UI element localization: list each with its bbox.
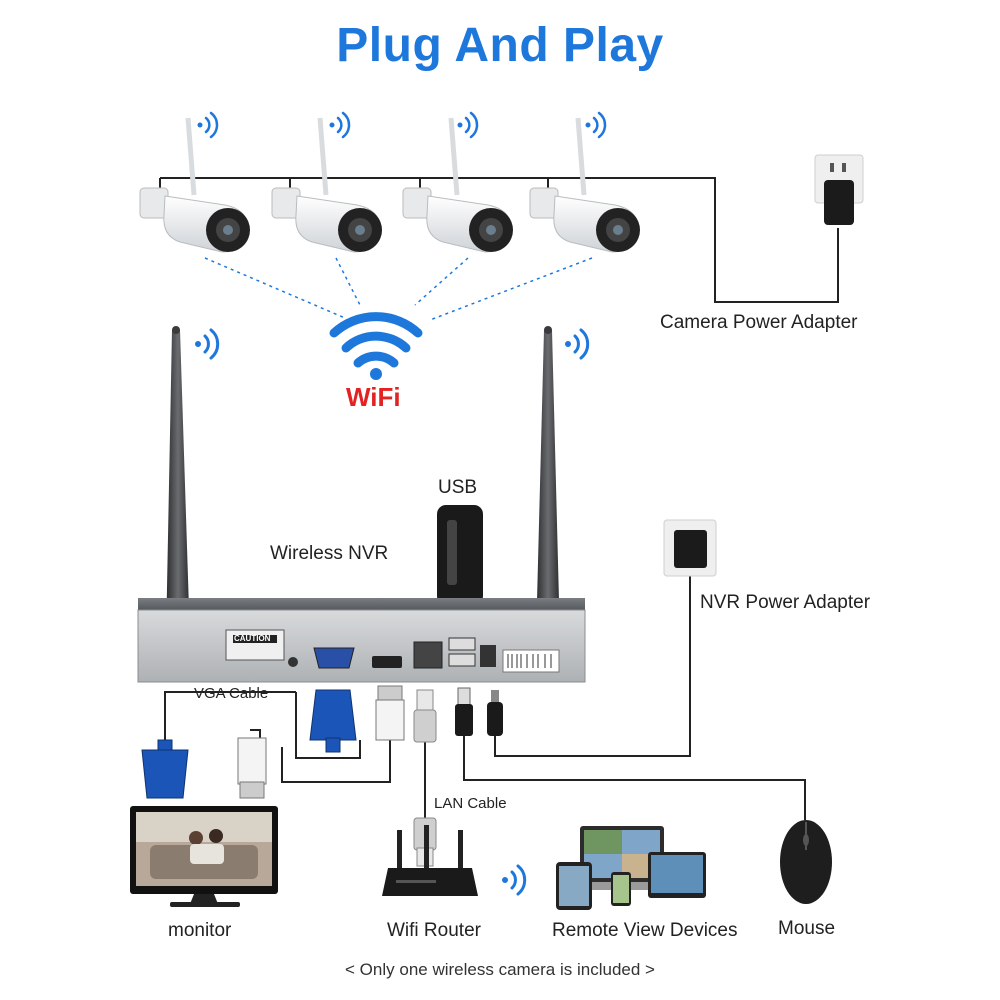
usb-label: USB [438,477,478,498]
monitor-icon [130,806,278,907]
page-title: Plug And Play [336,19,664,72]
lan-cable-label: LAN Cable [434,795,507,812]
vga-connector-nvr [309,689,357,753]
mouse-icon [780,820,832,904]
nvr-antenna-left [166,326,190,640]
monitor-label: monitor [168,920,232,941]
signal-icon [565,328,590,360]
hdmi-connector-monitor [237,737,267,799]
signal-icon [197,111,219,139]
camera-power-adapter-label: Camera Power Adapter [660,312,858,333]
wireless-camera-4 [529,117,640,253]
camera-signal-icons [197,111,607,139]
usb-plug [455,687,473,736]
wifi-router-icon [382,825,478,896]
signal-icon [457,111,479,139]
remote-view-devices-icon [556,826,706,910]
wifi-label: WiFi [346,382,401,412]
remote-view-devices-label: Remote View Devices [552,920,738,941]
nvr-signal-icons [195,328,590,360]
camera-power-adapter-icon [814,154,864,225]
wireless-camera-2 [271,117,382,253]
caution-sticker: CAUTION [234,634,271,643]
wireless-nvr [137,598,586,683]
nvr-power-adapter-icon [663,519,717,577]
nvr-power-adapter-label: NVR Power Adapter [700,592,871,613]
signal-icon [585,111,607,139]
wireless-camera-3 [402,117,513,253]
lan-connector-nvr [413,689,437,743]
nvr-cables [164,565,806,820]
wireless-nvr-label: Wireless NVR [270,543,389,564]
signal-icon [329,111,351,139]
router-signal-icon [502,864,527,896]
wireless-camera-1 [139,117,250,253]
mouse-label: Mouse [778,918,836,939]
wifi-icon [329,312,423,380]
camera-power-line [159,177,839,303]
vga-connector-monitor [141,739,189,799]
nvr-antenna-right [536,326,560,640]
signal-icon [195,328,220,360]
footnote: < Only one wireless camera is included > [345,960,655,979]
wifi-dashed-links [204,257,593,321]
wifi-router-label: Wifi Router [387,920,481,941]
vga-cable-label: VGA Cable [194,685,269,702]
dc-power-plug [487,690,503,736]
usb-drive-icon [437,505,483,605]
hdmi-connector-nvr [375,685,405,741]
